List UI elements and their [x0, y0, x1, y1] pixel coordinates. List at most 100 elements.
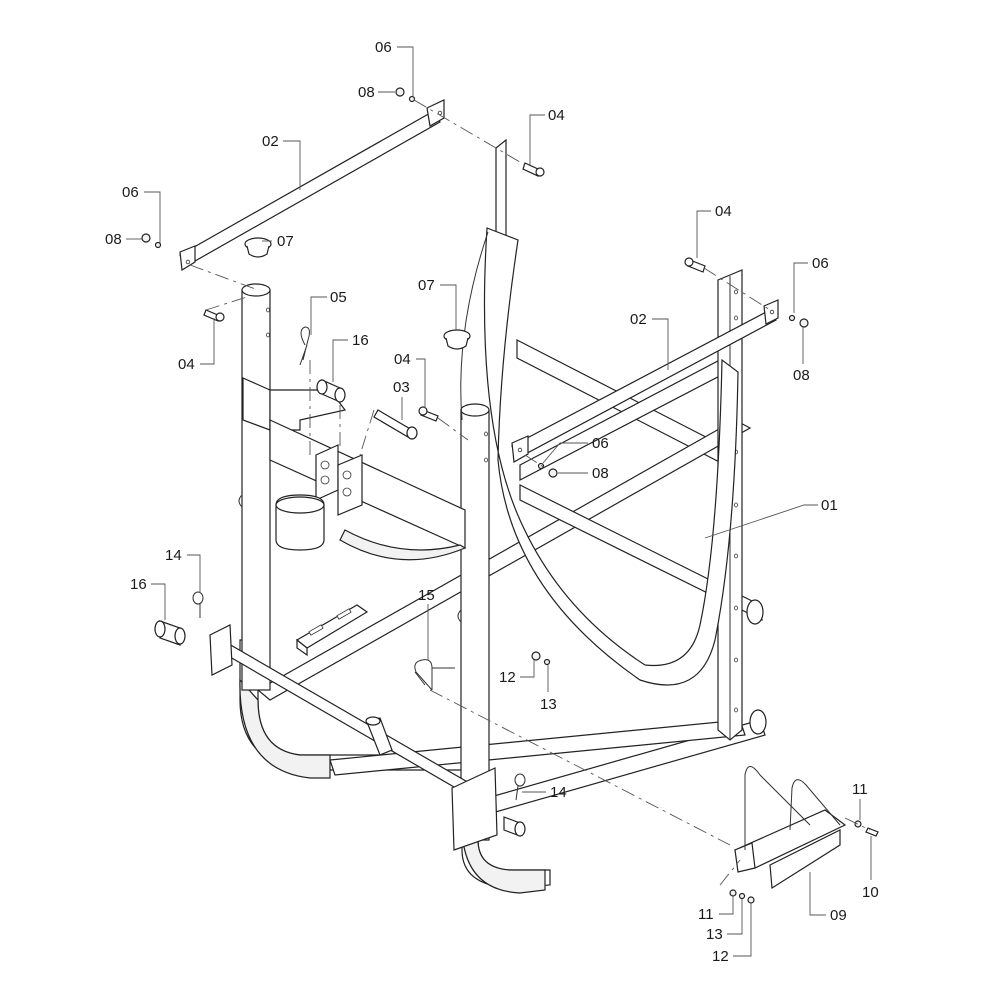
callout-label: 08	[592, 465, 609, 482]
left-post	[238, 283, 271, 691]
callout-label: 01	[821, 497, 838, 514]
bushing	[503, 816, 526, 837]
callout-14: 14	[165, 547, 201, 592]
callout-label: 14	[550, 784, 567, 801]
callout-06: 06	[793, 255, 829, 313]
callout-16: 16	[332, 332, 369, 382]
callout-06: 06	[375, 39, 414, 97]
callout-11: 11	[698, 896, 734, 923]
sling-01	[460, 227, 739, 686]
callout-label: 16	[130, 576, 147, 593]
callout-label: 12	[499, 669, 516, 686]
callout-label: 04	[394, 351, 411, 368]
support-bracket	[242, 377, 467, 561]
callout-04: 04	[529, 107, 565, 165]
callout-label: 04	[548, 107, 565, 124]
bolt-04	[522, 162, 545, 177]
callout-04: 04	[696, 203, 732, 258]
bolt-04	[203, 309, 225, 322]
nut-washer-set	[141, 87, 809, 666]
middle-post	[457, 403, 490, 841]
fastener-set	[729, 820, 879, 904]
lynch-pin-14	[192, 591, 204, 618]
callout-label: 11	[852, 781, 868, 798]
front-plate-left	[209, 624, 233, 676]
callout-label: 13	[706, 926, 723, 943]
callout-label: 09	[830, 907, 847, 924]
callouts: 06 08 04 02 06 08 07 04 05 16 07 04 03 0…	[105, 39, 879, 965]
callout-label: 06	[375, 39, 392, 56]
hair-pin-05	[299, 326, 310, 366]
callout-08: 08	[793, 327, 810, 384]
carrier-bracket-09	[733, 766, 847, 890]
callout-label: 04	[178, 356, 195, 373]
callout-label: 06	[122, 184, 139, 201]
callout-04: 04	[394, 351, 426, 408]
callout-label: 10	[862, 884, 879, 901]
callout-11: 11	[852, 781, 868, 820]
callout-label: 02	[262, 133, 279, 150]
callout-06: 06	[542, 435, 609, 464]
pin-03	[373, 409, 418, 440]
callout-label: 12	[712, 948, 729, 965]
bolt-04	[684, 257, 706, 273]
callout-label: 08	[358, 84, 375, 101]
strut-02-upper	[179, 99, 445, 272]
callout-02: 02	[262, 133, 301, 190]
callout-16: 16	[130, 576, 166, 620]
callout-label: 02	[630, 311, 647, 328]
callout-12: 12	[499, 660, 535, 686]
bottom-rail-mid	[329, 719, 746, 776]
callout-01: 01	[704, 497, 838, 539]
callout-02: 02	[630, 311, 669, 370]
callout-label: 16	[352, 332, 369, 349]
callout-15: 15	[418, 587, 435, 660]
callout-label: 06	[812, 255, 829, 272]
upper-strap	[495, 138, 507, 241]
callout-03: 03	[393, 379, 410, 420]
callout-label: 04	[715, 203, 732, 220]
front-plate-right	[451, 767, 498, 851]
callout-label: 11	[698, 906, 714, 923]
frame-assembly	[209, 138, 767, 894]
strut-02-lower	[511, 299, 779, 463]
callout-09: 09	[809, 872, 847, 924]
callout-05: 05	[310, 289, 347, 335]
callout-12: 12	[712, 903, 752, 965]
rear-tube	[519, 484, 763, 622]
callout-04: 04	[178, 318, 215, 373]
base-skid-right	[461, 789, 551, 894]
bushing-16	[316, 379, 346, 403]
cross-brace	[516, 339, 736, 481]
bushing-16	[154, 620, 186, 646]
callout-10: 10	[862, 836, 879, 901]
callout-label: 13	[540, 696, 557, 713]
bottom-rail-back	[256, 419, 752, 701]
callout-08: 08	[358, 84, 395, 101]
callout-06: 06	[122, 184, 161, 243]
end-cap-07	[443, 329, 471, 350]
callout-label: 15	[418, 587, 435, 604]
callout-label: 08	[793, 367, 810, 384]
callout-13: 13	[706, 899, 743, 943]
u-bolt-15	[414, 659, 433, 691]
callout-label: 07	[418, 277, 435, 294]
lynch-pin-14	[514, 773, 526, 801]
callout-08: 08	[558, 465, 609, 482]
callout-label: 08	[105, 231, 122, 248]
bolt-04	[418, 406, 439, 422]
upright-stub	[365, 716, 393, 756]
callout-label: 07	[277, 233, 294, 250]
callout-label: 03	[393, 379, 410, 396]
slotted-plate	[295, 604, 369, 657]
callout-07: 07	[262, 233, 294, 250]
callout-08: 08	[105, 231, 142, 248]
loose-parts	[141, 87, 879, 904]
callout-14: 14	[522, 784, 567, 801]
callout-label: 14	[165, 547, 182, 564]
callout-07: 07	[418, 277, 457, 330]
callout-label: 05	[330, 289, 347, 306]
callout-13: 13	[540, 665, 557, 713]
